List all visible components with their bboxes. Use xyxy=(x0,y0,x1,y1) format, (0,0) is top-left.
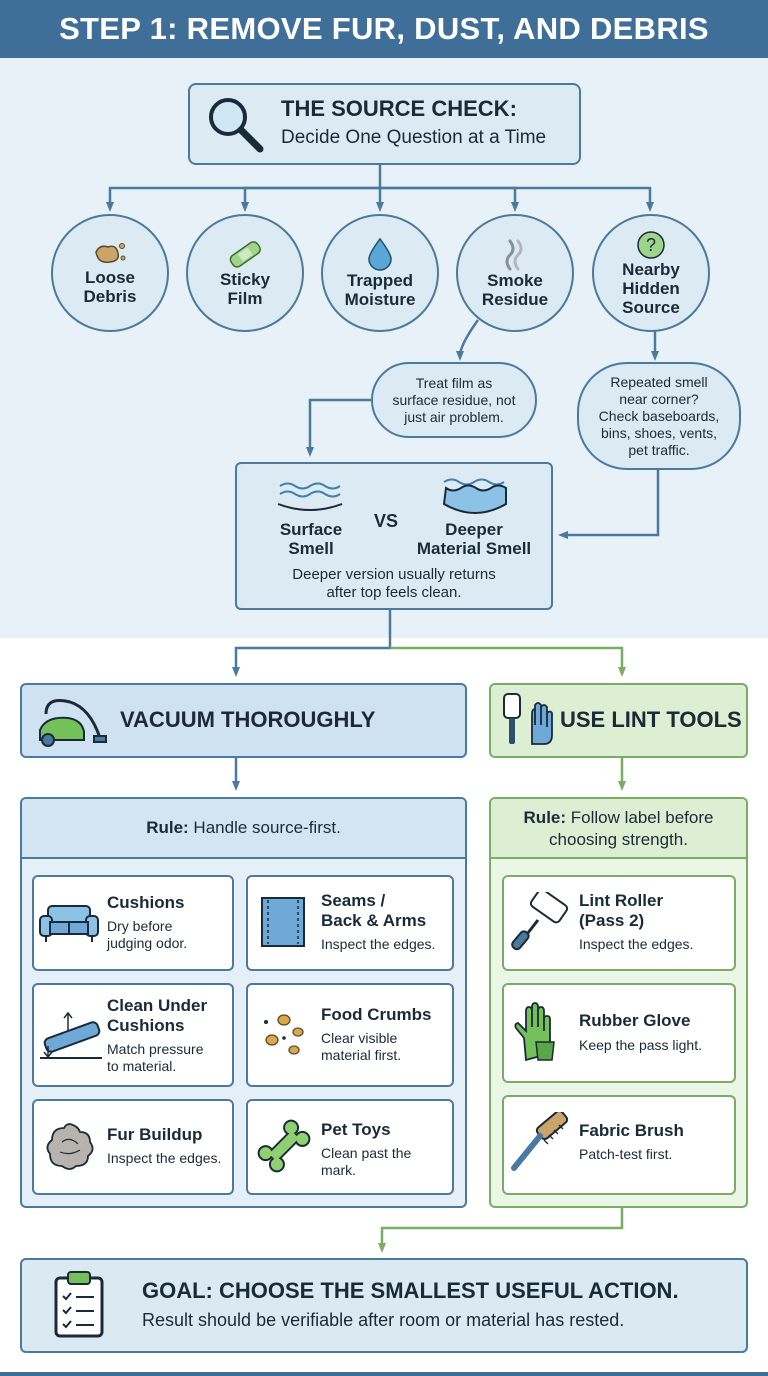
lint-rule-text: Follow label before choosing strength. xyxy=(549,808,714,849)
magnifier-icon xyxy=(209,98,264,153)
vacuum-rule-label: Rule: xyxy=(146,818,189,837)
source-check-subtitle: Decide One Question at a Time xyxy=(281,127,547,148)
comparison-note: Deeper version usually returns after top… xyxy=(292,566,496,601)
source-label: Trapped Moisture xyxy=(344,271,416,309)
goal-title: GOAL: CHOOSE THE SMALLEST USEFUL ACTION. xyxy=(142,1278,679,1303)
lint-rule-label: Rule: xyxy=(523,808,567,827)
card-desc: Inspect the edges. xyxy=(107,1150,222,1166)
source-check-title: THE SOURCE CHECK: xyxy=(281,96,517,121)
card-title: Lint Roller (Pass 2) xyxy=(579,891,664,930)
card-desc: Clean past the mark. xyxy=(321,1145,412,1178)
bone-icon xyxy=(257,1119,311,1173)
source-label: Sticky Film xyxy=(219,270,271,308)
lint-rule-strip xyxy=(491,799,746,859)
question-icon: ? xyxy=(637,230,665,259)
glove-icon xyxy=(514,1002,555,1062)
seam-icon xyxy=(261,897,305,947)
vacuum-rule-text: Handle source-first. xyxy=(193,818,341,837)
card-title: Seams / Back & Arms xyxy=(321,891,427,930)
source-hidden-source: ? Nearby Hidden Source xyxy=(592,214,710,332)
card-title: Fur Buildup xyxy=(107,1125,203,1144)
lint-rule: Rule: Follow label before choosing stren… xyxy=(491,807,746,851)
source-check-box xyxy=(188,83,581,165)
bandage-icon xyxy=(229,241,261,268)
source-label: Smoke Residue xyxy=(481,271,549,309)
source-sticky-film: Sticky Film xyxy=(186,214,304,332)
vacuum-header-title: VACUUM THOROUGHLY xyxy=(120,707,376,732)
lint-roller-icon xyxy=(511,892,569,951)
vacuum-rule-strip xyxy=(22,799,465,859)
bottom-divider xyxy=(0,1372,768,1376)
lint-header-title: USE LINT TOOLS xyxy=(560,707,742,732)
card-desc: Patch-test first. xyxy=(579,1146,673,1162)
source-label: Nearby Hidden Source xyxy=(622,259,680,317)
card-desc: Clear visible material first. xyxy=(321,1030,402,1063)
card-desc: Dry before judging odor. xyxy=(107,918,188,951)
lift-cushion-icon xyxy=(40,1011,102,1059)
svg-text:?: ? xyxy=(646,235,656,255)
lint-tools-icon xyxy=(503,693,553,745)
page-title: STEP 1: REMOVE FUR, DUST, AND DEBRIS xyxy=(0,0,768,58)
surface-smell-label: Surface Smell xyxy=(279,520,343,558)
card-desc: Inspect the edges. xyxy=(579,936,694,952)
card-title: Cushions xyxy=(107,893,185,912)
deeper-smell-label: Deeper Material Smell xyxy=(416,520,532,558)
water-drop-icon xyxy=(368,237,392,271)
vs-label: VS xyxy=(374,511,399,531)
card-title: Rubber Glove xyxy=(579,1011,691,1030)
card-title: Pet Toys xyxy=(321,1120,391,1139)
card-lint-roller xyxy=(502,875,736,971)
surface-wave-icon xyxy=(277,482,343,511)
card-fabric-brush xyxy=(502,1095,736,1195)
card-title: Clean Under Cushions xyxy=(107,996,208,1035)
card-title: Food Crumbs xyxy=(321,1005,432,1024)
fur-ball-icon xyxy=(46,1123,94,1170)
card-desc: Match pressure to material. xyxy=(107,1041,204,1074)
source-label: Loose Debris xyxy=(83,268,137,306)
sofa-icon xyxy=(39,905,99,942)
brush-icon xyxy=(511,1112,569,1171)
source-smoke-residue: Smoke Residue xyxy=(456,214,574,332)
vacuum-rule: Rule: Handle source-first. xyxy=(22,818,465,838)
smoke-icon xyxy=(505,239,523,271)
crumbs-icon xyxy=(95,243,126,264)
crumbs-icon xyxy=(264,1014,304,1055)
goal-text: Result should be verifiable after room o… xyxy=(142,1310,625,1330)
card-desc: Keep the pass light. xyxy=(579,1037,702,1053)
smoke-note-bubble: Treat film as surface residue, not just … xyxy=(371,362,537,438)
hidden-source-note-bubble: Repeated smell near corner? Check basebo… xyxy=(577,362,741,470)
vacuum-icon xyxy=(39,699,107,747)
card-desc: Inspect the edges. xyxy=(321,936,436,952)
deeper-wave-icon xyxy=(442,478,507,514)
clipboard-checklist-icon xyxy=(54,1271,104,1338)
source-trapped-moisture: Trapped Moisture xyxy=(321,214,439,332)
vacuum-header xyxy=(20,683,467,758)
goal-box xyxy=(20,1258,748,1353)
card-food-crumbs xyxy=(246,983,454,1087)
source-loose-debris: Loose Debris xyxy=(51,214,169,332)
card-title: Fabric Brush xyxy=(579,1121,684,1140)
